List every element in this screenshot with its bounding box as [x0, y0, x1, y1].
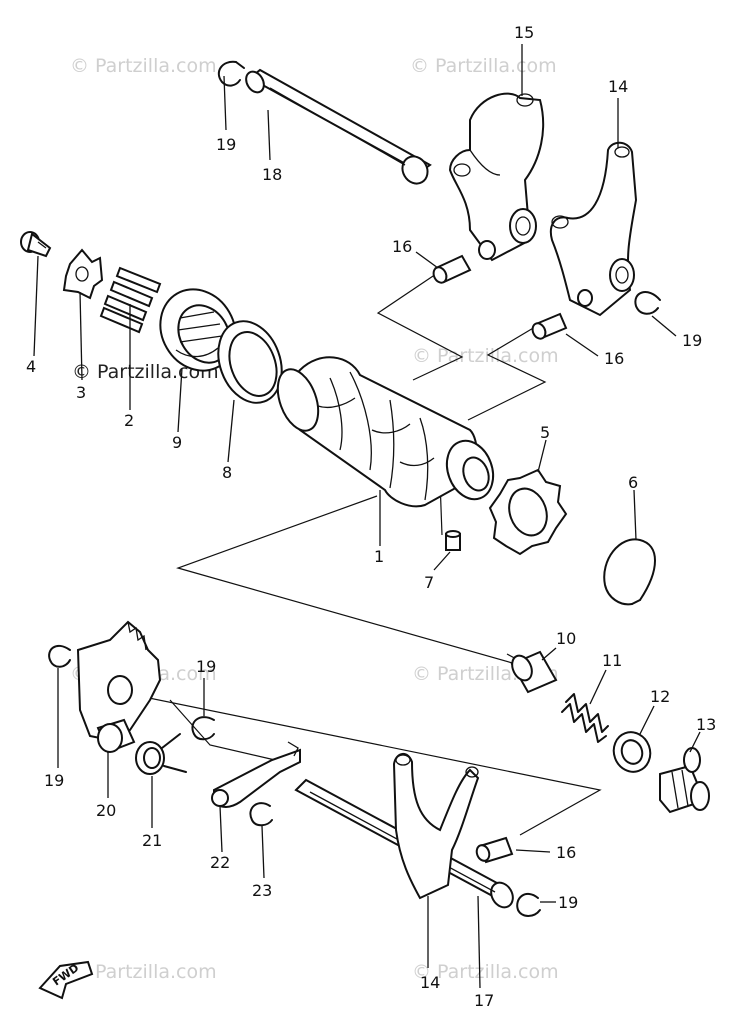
watermark-top-left: © Partzilla.com — [70, 55, 217, 77]
callout-19-lower-left: 19 — [44, 771, 64, 790]
part-9-bearing — [159, 288, 237, 372]
callout-10: 10 — [556, 629, 576, 648]
callout-18: 18 — [262, 165, 282, 184]
callout-19-lower-middle: 19 — [196, 657, 216, 676]
callout-14-top: 14 — [608, 77, 628, 96]
callout-7: 7 — [424, 573, 434, 592]
part-11-spring — [561, 693, 609, 743]
part-16-pin-middle — [531, 312, 568, 340]
part-19-circlip-lower-middle — [191, 716, 215, 741]
part-5-cam — [488, 468, 568, 556]
part-22-lever — [211, 741, 301, 808]
guide-line-drum-to-stopper — [176, 495, 538, 671]
part-19-circlip-top — [217, 60, 245, 87]
guide-line-shift-shaft — [109, 689, 602, 836]
callout-4: 4 — [26, 357, 36, 376]
guide-line-fork-15-to-drum — [376, 267, 464, 381]
callout-11: 11 — [602, 651, 622, 670]
callout-8: 8 — [222, 463, 232, 482]
leader-lines — [33, 44, 701, 989]
part-19-circlip-lower-left — [48, 644, 71, 668]
part-14-shift-fork-lower — [392, 753, 480, 900]
part-8-washer — [217, 320, 283, 404]
part-16-pin-upper — [432, 254, 472, 284]
callout-16-lower: 16 — [556, 843, 576, 862]
callout-19-right: 19 — [682, 331, 702, 350]
callout-9: 9 — [172, 433, 182, 452]
callout-15: 15 — [514, 23, 534, 42]
part-19-circlip-lower-right — [516, 892, 541, 917]
part-19-circlip-right-upper — [634, 291, 661, 315]
part-20-collar — [96, 718, 136, 754]
guide-line-lever-assembly — [169, 699, 276, 761]
callout-20: 20 — [96, 801, 116, 820]
part-18-shift-fork-shaft — [245, 68, 432, 185]
callout-3: 3 — [76, 383, 86, 402]
callout-14-bottom: 14 — [420, 973, 440, 992]
watermark-bottom-left: © Partzilla.com — [70, 961, 217, 983]
part-12-washer — [612, 731, 652, 773]
callout-16-middle: 16 — [604, 349, 624, 368]
callout-5: 5 — [540, 423, 550, 442]
part-21-torsion-spring — [135, 733, 187, 775]
callout-numbers: 19 18 15 14 16 16 19 4 3 2 9 8 1 7 5 6 1… — [26, 23, 716, 1010]
callout-22: 22 — [210, 853, 230, 872]
part-15-shift-fork — [448, 92, 545, 262]
part-14-shift-fork-upper — [549, 141, 638, 317]
part-13-plug — [659, 747, 710, 814]
part-1-shift-drum — [276, 356, 495, 508]
callout-21: 21 — [142, 831, 162, 850]
part-10-stopper-plunger — [510, 650, 558, 694]
callout-12: 12 — [650, 687, 670, 706]
callout-16-top: 16 — [392, 237, 412, 256]
callout-23: 23 — [252, 881, 272, 900]
shift-arm-plate — [76, 620, 162, 742]
part-4-bolt — [20, 231, 52, 258]
watermark-bottom-right: © Partzilla.com — [412, 961, 559, 983]
callout-2: 2 — [124, 411, 134, 430]
guide-line-fork-14-to-drum — [467, 323, 547, 421]
callout-1: 1 — [374, 547, 384, 566]
watermark-mid-right: © Partzilla.com — [412, 345, 559, 367]
part-16-pin-lower — [475, 836, 514, 864]
callout-13: 13 — [696, 715, 716, 734]
part-3-segment-plate — [62, 248, 104, 300]
callout-17: 17 — [474, 991, 494, 1010]
part-2-pins — [99, 266, 162, 334]
part-7-pin — [445, 530, 461, 551]
part-23-circlip — [249, 802, 273, 827]
watermark-top-right: © Partzilla.com — [410, 55, 557, 77]
callout-19-top: 19 — [216, 135, 236, 154]
callout-6: 6 — [628, 473, 638, 492]
callout-19-lower-right: 19 — [558, 893, 578, 912]
part-6-circlip — [603, 538, 656, 606]
